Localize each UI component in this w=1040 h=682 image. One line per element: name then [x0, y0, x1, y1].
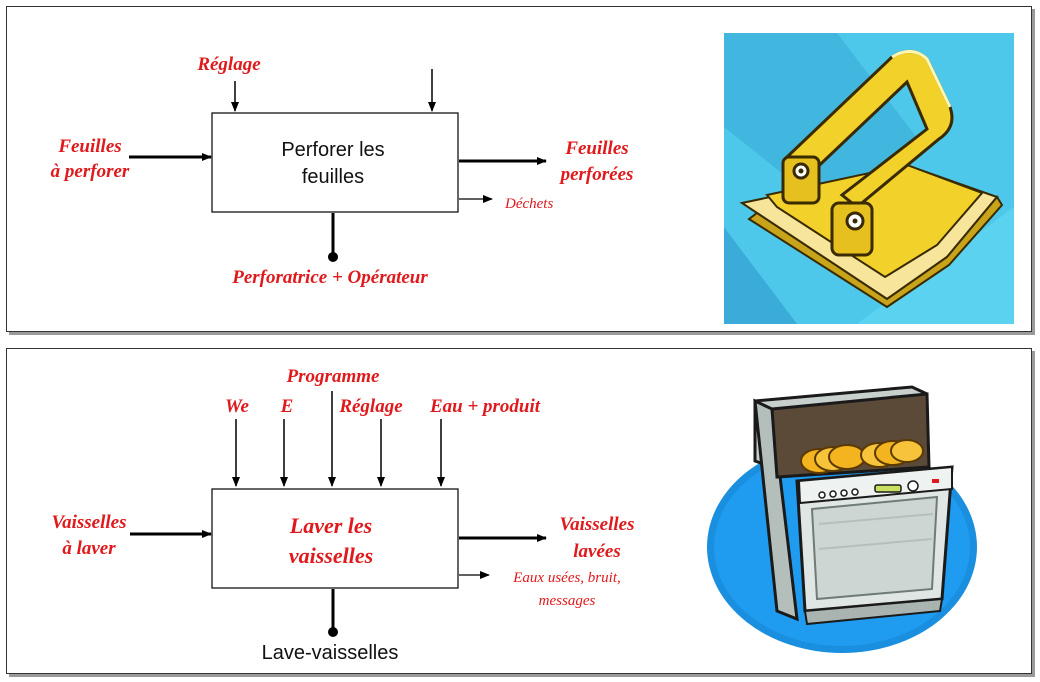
output-label-line1: Vaisselles [560, 514, 635, 535]
output-label-line1: Feuilles [564, 138, 628, 159]
secondary-output-label: Déchets [504, 196, 553, 212]
process-label-line1: Laver les [289, 513, 372, 538]
control-label-reglage: Réglage [196, 54, 261, 75]
process-label-line2: vaisselles [289, 543, 373, 568]
process-box [211, 112, 459, 213]
hole-punch-illustration [724, 33, 1014, 324]
diagram-hole-punch: Perforer les feuilles Réglage Feuilles à… [51, 33, 1014, 324]
control-label-e: E [280, 396, 294, 417]
control-label-we: We [225, 396, 249, 417]
secondary-output-label-line2: messages [539, 593, 596, 609]
mechanism-dot [328, 252, 338, 262]
mechanism-label: Perforatrice + Opérateur [231, 267, 428, 288]
process-box [211, 488, 459, 589]
input-label-line2: à laver [62, 538, 116, 559]
control-label-programme: Programme [286, 366, 380, 387]
diagram-dishwasher: Laver les vaisselles We E Programme Régl… [52, 366, 977, 664]
process-label-line1: Perforer les [281, 139, 384, 161]
control-label-eau-produit: Eau + produit [429, 396, 541, 417]
input-label-line1: Feuilles [57, 136, 121, 157]
panel-hole-punch: Perforer les feuilles Réglage Feuilles à… [6, 6, 1032, 332]
mechanism-dot [328, 627, 338, 637]
process-label-line2: feuilles [302, 166, 364, 188]
input-label-line1: Vaisselles [52, 512, 127, 533]
output-label-line2: lavées [573, 541, 620, 562]
control-label-reglage: Réglage [338, 396, 403, 417]
input-label-line2: à perforer [51, 161, 130, 182]
panel-dishwasher: Laver les vaisselles We E Programme Régl… [6, 348, 1032, 674]
mechanism-label: Lave-vaisselles [262, 642, 399, 664]
secondary-output-label-line1: Eaux usées, bruit, [512, 570, 620, 586]
output-label-line2: perforées [559, 164, 634, 185]
dishwasher-illustration [707, 385, 977, 653]
